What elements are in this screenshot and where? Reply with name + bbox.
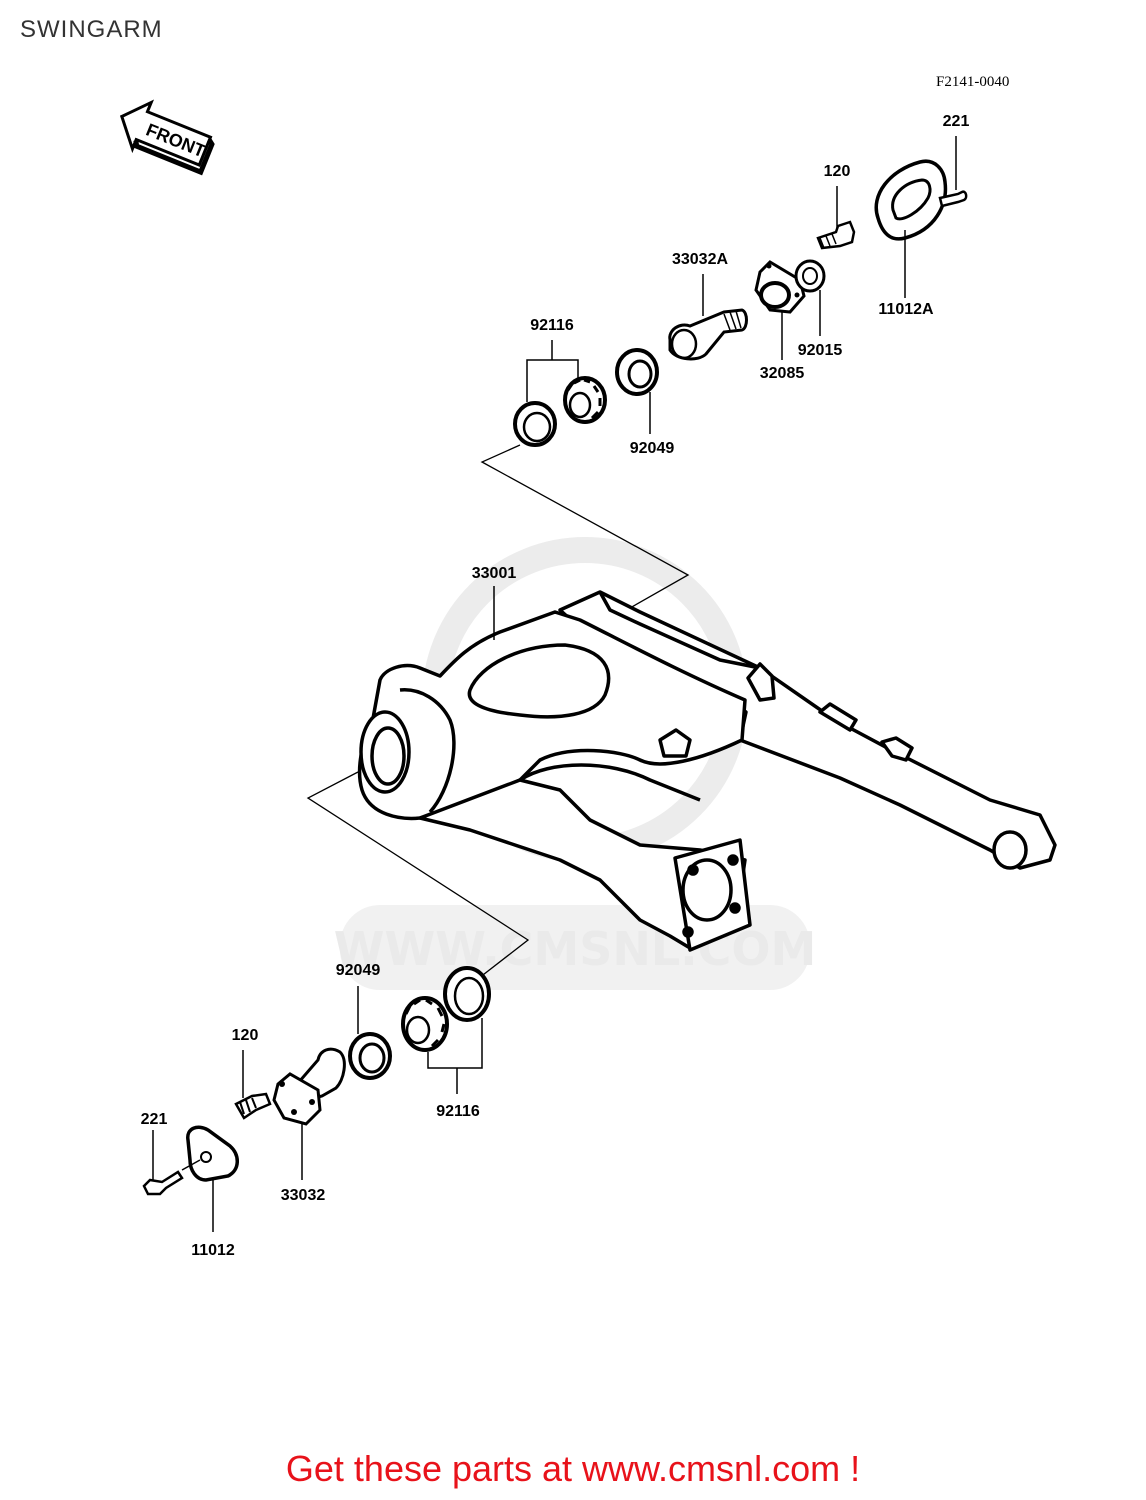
part-label-92049-top: 92049 [630, 440, 675, 457]
bolt-120-top [816, 186, 856, 250]
part-label-11012A: 11012A [878, 301, 934, 318]
bearing-92116-bottom [401, 966, 491, 1094]
guide-line-top [480, 444, 690, 609]
part-label-120-top: 120 [824, 163, 851, 180]
part-label-32085: 32085 [760, 365, 805, 382]
footer-parts-link[interactable]: Get these parts at www.cmsnl.com ! [285, 1448, 861, 1489]
swingarm-33001 [357, 590, 1057, 952]
part-label-33032A: 33032A [672, 251, 728, 268]
screw-221-top [938, 136, 968, 208]
part-label-33032: 33032 [281, 1187, 326, 1204]
part-label-92015: 92015 [798, 342, 843, 359]
part-label-221-top: 221 [943, 113, 970, 130]
part-label-92116-top: 92116 [530, 317, 574, 334]
shaft-33032A [668, 274, 748, 361]
parts-diagram: WWW.CMSNL.COM FRONT [119, 99, 1057, 1259]
cap-11012 [186, 1125, 239, 1232]
part-label-33001: 33001 [472, 565, 517, 582]
front-arrow-icon: FRONT [119, 99, 215, 176]
seal-92049-bottom [348, 986, 392, 1080]
cap-11012A [874, 159, 948, 298]
bolt-120-bottom [234, 1050, 272, 1120]
collar-92015 [794, 259, 826, 336]
plate-32085 [754, 260, 806, 360]
screw-221-bottom [142, 1130, 201, 1196]
part-label-120-bottom: 120 [232, 1027, 259, 1044]
watermark-text: WWW.CMSNL.COM [334, 922, 817, 976]
seal-92049-top [615, 348, 659, 434]
part-label-92049-bottom: 92049 [336, 962, 381, 979]
part-label-221-bottom: 221 [141, 1111, 168, 1128]
guide-line-bottom [306, 771, 530, 986]
diagram-code: F2141-0040 [936, 74, 1010, 90]
shaft-33032 [272, 1047, 346, 1180]
page-title: SWINGARM [20, 16, 163, 43]
part-label-92116-bottom: 92116 [436, 1103, 480, 1120]
bearing-92116-top [513, 340, 607, 447]
part-label-11012: 11012 [191, 1242, 235, 1259]
